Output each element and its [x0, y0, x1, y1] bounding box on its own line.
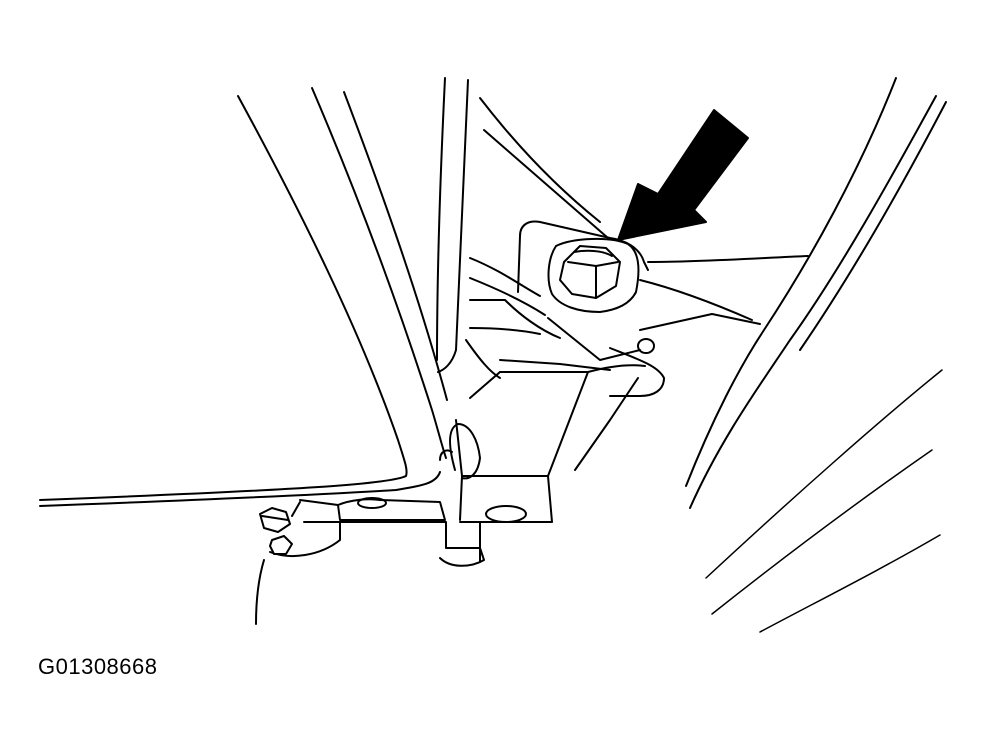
- crossmember: [639, 77, 947, 633]
- mount-bracket: [269, 97, 665, 567]
- callout-arrow-icon: [617, 109, 749, 241]
- lower-nut: [255, 501, 301, 625]
- mount-bolt: [547, 237, 640, 313]
- figure-code: G01308668: [38, 654, 158, 679]
- frame-rail: [39, 77, 469, 507]
